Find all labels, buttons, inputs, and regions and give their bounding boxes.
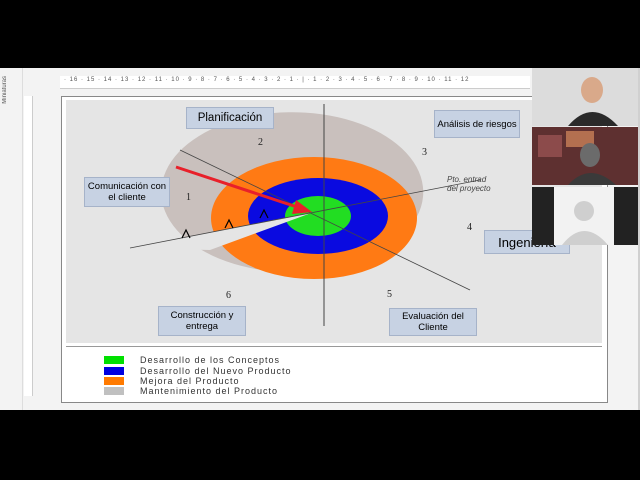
participant-video xyxy=(532,127,638,185)
legend-item: Desarrollo del Nuevo Producto xyxy=(104,366,292,376)
video-tile-participant-2[interactable] xyxy=(532,127,638,185)
legend-swatch-blue xyxy=(104,367,124,375)
user-placeholder-icon xyxy=(532,187,638,245)
legend-swatch-orange xyxy=(104,377,124,385)
entry-point-line-1: Pto. entrad xyxy=(447,175,491,184)
entry-point-label: Pto. entrad del proyecto xyxy=(447,175,491,193)
video-tile-speaker[interactable] xyxy=(532,68,638,126)
legend-text: Mantenimiento del Producto xyxy=(140,386,278,396)
legend-text: Desarrollo de los Conceptos xyxy=(140,355,280,365)
legend-item: Desarrollo de los Conceptos xyxy=(104,355,280,365)
legend-text: Desarrollo del Nuevo Producto xyxy=(140,366,292,376)
video-tile-participant-3[interactable] xyxy=(532,187,638,245)
label-construccion[interactable]: Construcción y entrega xyxy=(158,306,246,336)
label-planificacion[interactable]: Planificación xyxy=(186,107,274,129)
entry-point-line-2: del proyecto xyxy=(447,184,491,193)
legend-swatch-gray xyxy=(104,387,124,395)
quadrant-number-4: 4 xyxy=(467,222,472,233)
quadrant-number-1: 1 xyxy=(186,192,191,203)
speaker-avatar xyxy=(532,68,638,126)
quadrant-number-6: 6 xyxy=(226,290,231,301)
legend-text: Mejora del Producto xyxy=(140,376,240,386)
legend-swatch-green xyxy=(104,356,124,364)
label-analisis[interactable]: Análisis de riesgos xyxy=(434,110,520,138)
quadrant-number-2: 2 xyxy=(258,137,263,148)
quadrant-number-5: 5 xyxy=(387,289,392,300)
legend-item: Mantenimiento del Producto xyxy=(104,386,278,396)
label-evaluacion[interactable]: Evaluación del Cliente xyxy=(389,308,477,336)
quadrant-number-3: 3 xyxy=(422,147,427,158)
legend: Desarrollo de los Conceptos Desarrollo d… xyxy=(66,346,602,399)
legend-item: Mejora del Producto xyxy=(104,376,240,386)
label-comunicacion[interactable]: Comunicación con el cliente xyxy=(84,177,170,207)
